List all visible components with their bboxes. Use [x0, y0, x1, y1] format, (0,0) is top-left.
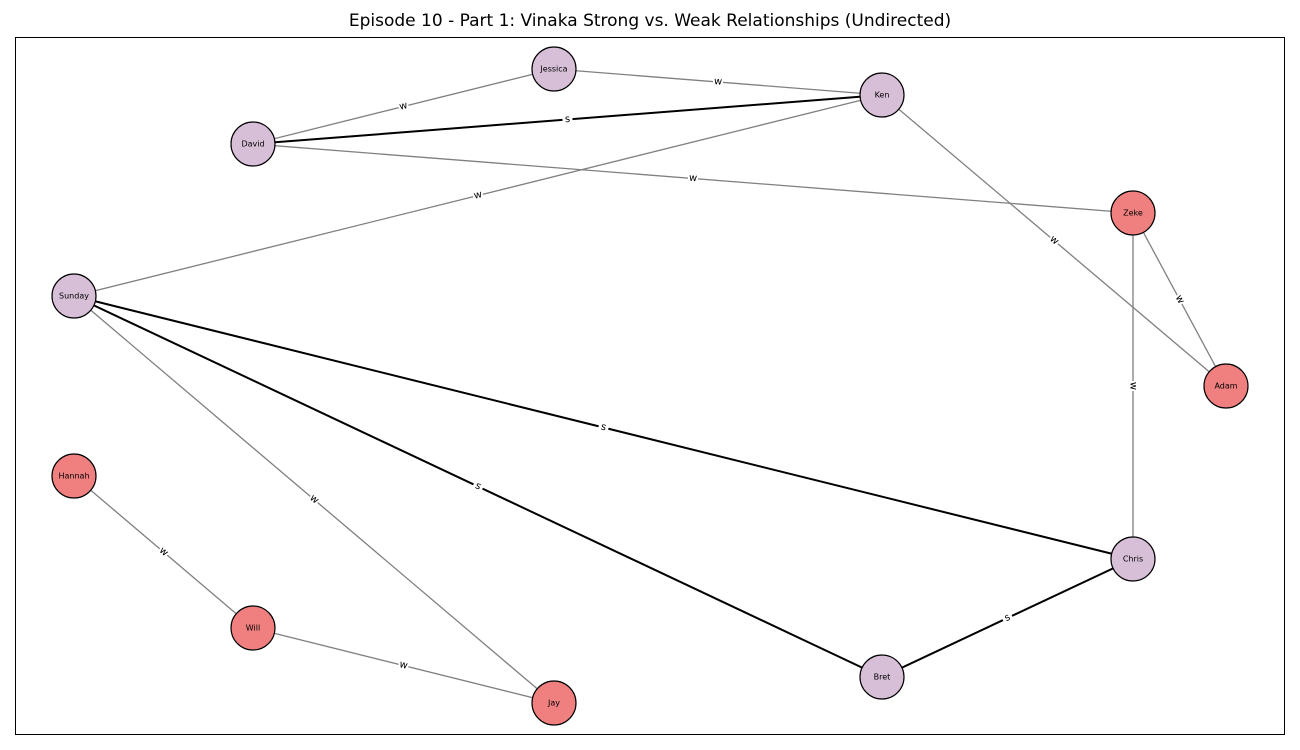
node-circle [51, 453, 97, 499]
node-circle [51, 273, 97, 319]
node-label: Will [246, 624, 260, 633]
node-circle [1110, 190, 1156, 236]
chart-title: Episode 10 - Part 1: Vinaka Strong vs. W… [348, 11, 952, 31]
node-label: Bret [874, 673, 891, 682]
edge-label-sunday-jay: w [306, 491, 322, 508]
node-circle [859, 654, 905, 700]
svg-text:s: s [473, 480, 482, 492]
node-circle [859, 72, 905, 118]
svg-text:w: w [1173, 293, 1187, 305]
node-adam: Adam [1203, 363, 1249, 409]
edge-label-david-zeke: w [687, 172, 699, 185]
edge-label-zeke-chris: w [1127, 381, 1139, 391]
node-will: Will [230, 605, 276, 651]
svg-text:w: w [473, 189, 484, 202]
node-label: Chris [1123, 555, 1143, 564]
node-chris: Chris [1110, 536, 1156, 582]
node-circle [531, 46, 577, 92]
node-circle [531, 680, 577, 726]
node-sunday: Sunday [51, 273, 97, 319]
edge-label-david-ken: s [562, 113, 573, 126]
edge-label-jessica-ken: w [712, 75, 724, 89]
edge-label-sunday-ken: w [471, 188, 485, 203]
svg-text:w: w [713, 76, 722, 88]
node-label: Zeke [1123, 209, 1143, 218]
node-david: David [230, 121, 276, 167]
node-circle [230, 121, 276, 167]
svg-text:w: w [688, 173, 697, 185]
node-circle [1203, 363, 1249, 409]
svg-text:s: s [1003, 612, 1012, 624]
node-ken: Ken [859, 72, 905, 118]
svg-text:w: w [1128, 382, 1139, 390]
node-label: Jay [547, 699, 560, 708]
node-label: Adam [1214, 382, 1237, 391]
svg-text:w: w [398, 100, 409, 113]
node-jessica: Jessica [531, 46, 577, 92]
node-label: Sunday [59, 292, 89, 301]
node-bret: Bret [859, 654, 905, 700]
node-zeke: Zeke [1110, 190, 1156, 236]
node-label: Hannah [58, 472, 89, 481]
plot-frame [15, 37, 1285, 735]
edge-label-bret-chris: s [1000, 610, 1015, 626]
svg-text:s: s [564, 114, 570, 125]
edge-label-david-jessica: w [397, 99, 410, 114]
node-label: Ken [875, 91, 890, 100]
node-circle [230, 605, 276, 651]
node-circle [1110, 536, 1156, 582]
edge-label-will-jay: w [397, 658, 410, 673]
edge-label-zeke-adam: w [1171, 292, 1188, 307]
node-jay: Jay [531, 680, 577, 726]
svg-text:w: w [398, 659, 409, 672]
svg-text:s: s [600, 422, 608, 434]
node-hannah: Hannah [51, 453, 97, 499]
node-label: David [241, 140, 264, 149]
edge-label-sunday-bret: s [470, 478, 486, 495]
edge-label-sunday-chris: s [597, 420, 610, 435]
node-label: Jessica [539, 65, 567, 74]
edge-label-hannah-will: w [155, 544, 172, 560]
edge-label-ken-adam: w [1046, 232, 1062, 249]
